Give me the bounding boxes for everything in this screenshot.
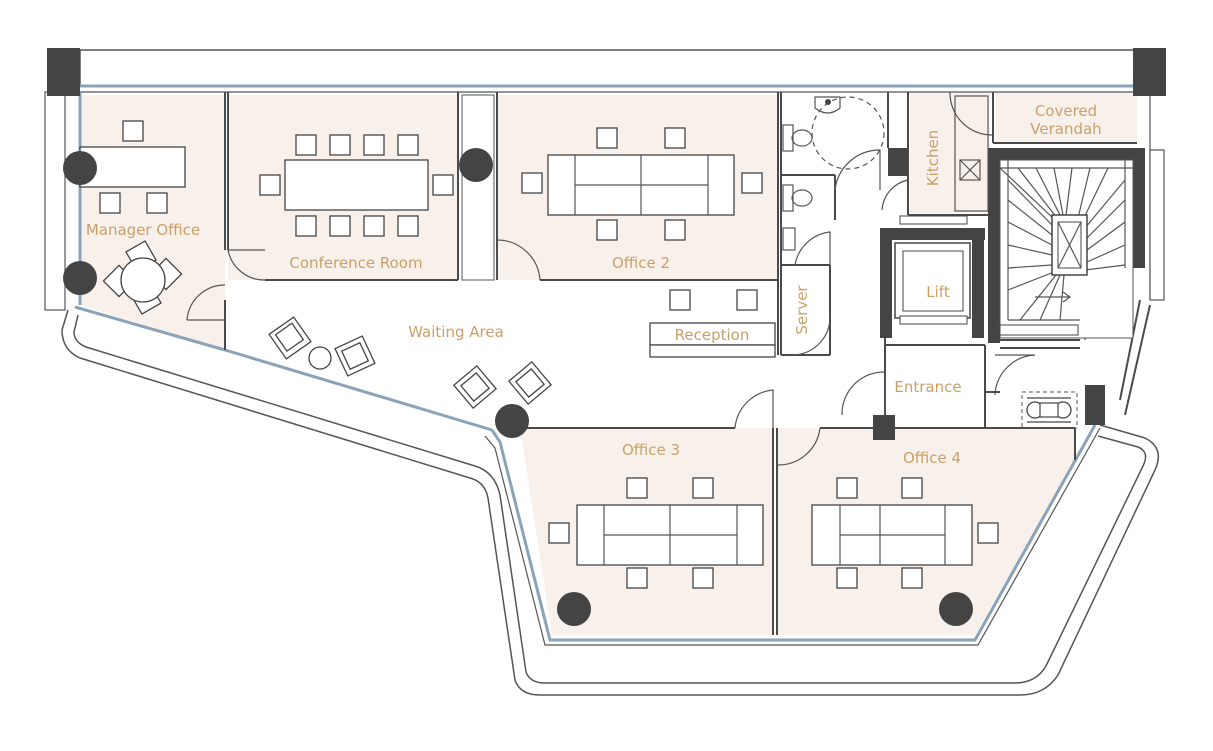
doors [186,91,1126,466]
waiting-area-furniture [268,316,553,438]
staircase [999,159,1134,339]
office-3-furniture [548,477,764,626]
terrace [61,309,1160,696]
label-reception: Reception [675,326,750,344]
manager-office-furniture [63,120,186,315]
conference-room-furniture [259,134,493,237]
label-manager-office: Manager Office [86,221,200,239]
label-lift: Lift [926,283,950,301]
walls [224,92,1151,635]
kitchen-fixtures [954,95,989,212]
kitchen-fill [910,93,990,213]
label-covered-verandah-line1: Covered [1035,102,1097,120]
lift [894,215,1079,336]
label-office-2: Office 2 [612,254,670,272]
label-office-4: Office 4 [903,449,961,467]
office-2-furniture [521,127,763,241]
structural-columns [47,48,1166,440]
label-entrance: Entrance [894,378,961,396]
label-waiting-area: Waiting Area [408,323,504,341]
glazing [44,49,1165,646]
round-table [102,240,183,315]
reception-furniture [649,289,776,358]
label-covered-verandah-line2: Verandah [1030,120,1101,138]
verandah-fill [995,93,1137,143]
room-labels: Manager Office Conference Room Office 2 … [86,102,1102,467]
label-office-3: Office 3 [622,441,680,459]
label-server: Server [793,285,811,335]
label-kitchen: Kitchen [924,130,942,186]
wheelchair-icon [1021,391,1078,429]
label-conference-room: Conference Room [289,254,422,272]
bathroom-fixtures [782,96,885,251]
office-4-furniture [811,477,999,626]
